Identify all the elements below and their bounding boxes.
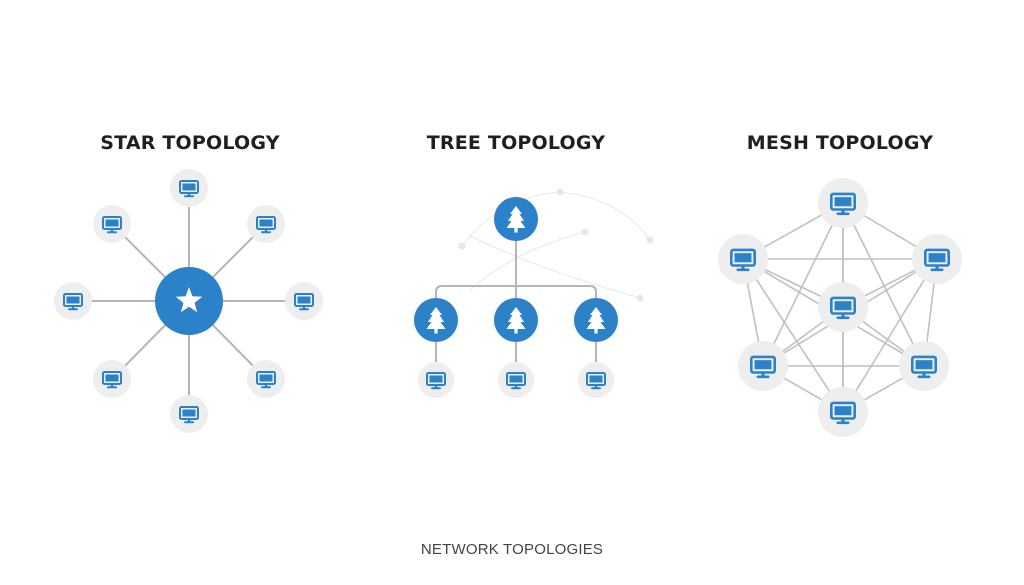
mesh-device-node <box>912 234 962 284</box>
mesh-device-node <box>818 178 868 228</box>
mesh-device-node <box>718 234 768 284</box>
star-device-node <box>54 282 92 320</box>
tree-branch-node <box>414 298 458 342</box>
tree-links <box>435 240 597 362</box>
mesh-device-node <box>899 341 949 391</box>
tree-leaf-node <box>578 362 614 398</box>
mesh-device-node <box>818 387 868 437</box>
tree-root-node <box>494 197 538 241</box>
star-device-node <box>93 360 131 398</box>
diagram-caption: NETWORK TOPOLOGIES <box>420 541 604 558</box>
mesh-topology <box>718 178 962 437</box>
star-device-node <box>170 395 208 433</box>
tree-branch-node <box>494 298 538 342</box>
star-device-node <box>247 360 285 398</box>
tree-leaf-node <box>418 362 454 398</box>
tree-topology-title: TREE TOPOLOGY <box>426 132 606 154</box>
star-device-node <box>247 205 285 243</box>
tree-background-pattern <box>458 188 654 302</box>
star-device-node <box>170 169 208 207</box>
star-topology <box>54 169 323 433</box>
star-topology-title: STAR TOPOLOGY <box>100 132 280 154</box>
mesh-center-node <box>818 282 868 332</box>
tree-branch-node <box>574 298 618 342</box>
mesh-device-node <box>738 341 788 391</box>
tree-topology <box>414 197 618 398</box>
star-hub-node <box>155 267 223 335</box>
star-icon <box>175 287 203 313</box>
tree-leaf-node <box>498 362 534 398</box>
star-device-node <box>93 205 131 243</box>
star-device-node <box>285 282 323 320</box>
mesh-topology-title: MESH TOPOLOGY <box>746 132 934 154</box>
